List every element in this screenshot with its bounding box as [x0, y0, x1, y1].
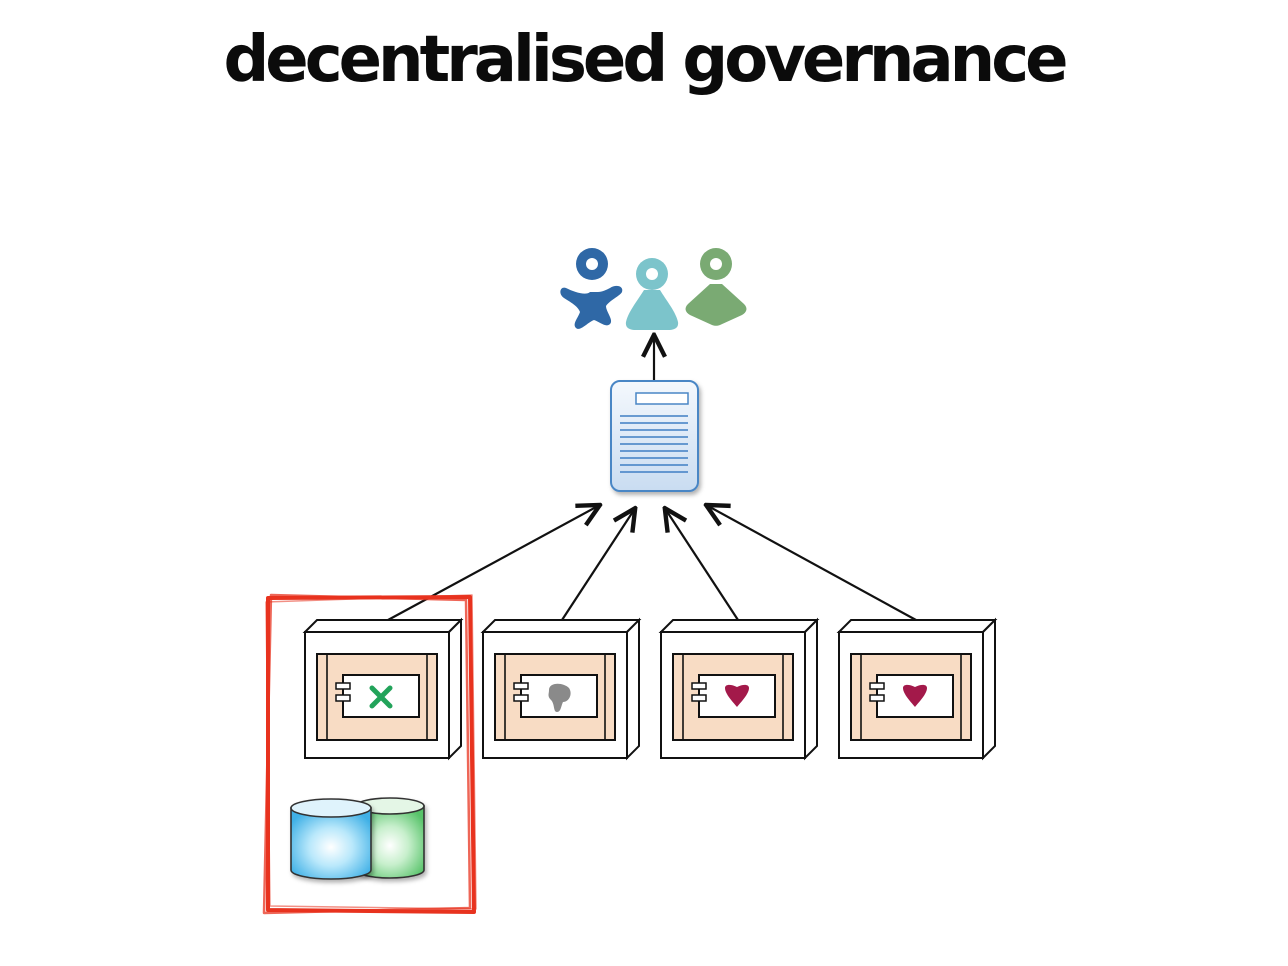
- service-node-3: [658, 617, 820, 761]
- person-icon: [625, 258, 679, 330]
- green-x-icon: [369, 685, 393, 709]
- star-person-icon: [560, 248, 623, 329]
- crimson-heart-icon: [725, 684, 749, 707]
- arrow-service-3: [666, 510, 739, 621]
- highlight-box: [262, 593, 477, 915]
- arrow-service-2: [561, 510, 634, 621]
- service-arrows: [387, 506, 917, 621]
- service-node-4: [836, 617, 998, 761]
- databases-group: [290, 797, 425, 880]
- arrow-service-4: [708, 506, 917, 621]
- document-icon: [610, 380, 699, 492]
- crimson-heart-icon: [903, 684, 927, 707]
- blue-database-icon: [290, 798, 372, 880]
- users-group: [560, 248, 747, 330]
- service-node-2: [480, 617, 642, 761]
- gray-blob-icon: [548, 683, 571, 712]
- slide-title: decentralised governance: [223, 23, 1068, 97]
- arrow-service-1: [387, 506, 598, 621]
- service-node-1: [302, 617, 464, 761]
- diamond-person-icon: [685, 248, 747, 326]
